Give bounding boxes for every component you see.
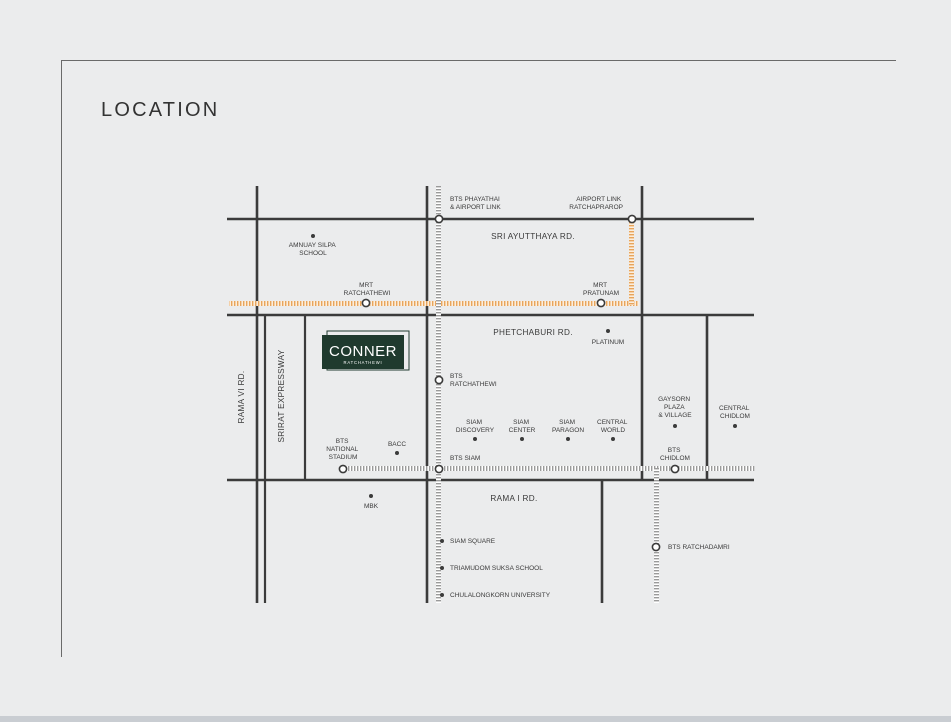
station-bts-ratchathewi <box>434 375 444 385</box>
label-gaysorn: GAYSORN PLAZA & VILLAGE <box>658 396 692 419</box>
station-bts-chidlom <box>670 464 680 474</box>
road-label-rama-i: RAMA I RD. <box>490 494 537 503</box>
station-bts-national-stadium <box>338 464 348 474</box>
brand-sub: RATCHATHEWI <box>344 360 383 365</box>
transit-lines <box>229 186 755 603</box>
place-dots <box>311 234 737 597</box>
label-siam-paragon: SIAM PARAGON <box>552 419 584 434</box>
label-bts-ratchathewi: BTS RATCHATHEWI <box>450 373 497 388</box>
frame-left-border <box>61 60 62 657</box>
station-bts-siam <box>434 464 444 474</box>
label-amnuay-silpa: AMNUAY SILPA SCHOOL <box>289 242 337 257</box>
station-bts-ratchadamri <box>651 542 661 552</box>
road-label-sri-ayutthaya: SRI AYUTTHAYA RD. <box>491 232 575 241</box>
bts-line-vertical <box>436 186 441 603</box>
station-mrt-pratunam <box>596 298 606 308</box>
label-chulalongkorn: CHULALONGKORN UNIVERSITY <box>450 592 551 599</box>
frame-top-border <box>61 60 896 61</box>
page-title: LOCATION <box>101 99 220 121</box>
label-central-chidlom: CENTRAL CHIDLOM <box>719 405 751 420</box>
bts-line-horizontal <box>341 466 755 471</box>
label-mrt-ratchathewi: MRT RATCHATHEWI <box>344 282 391 297</box>
label-bts-national-stadium: BTS NATIONAL STADIUM <box>326 438 360 461</box>
airport-link-vertical <box>629 219 634 305</box>
label-mrt-pratunam: MRT PRATUNAM <box>583 282 619 297</box>
conner-logo: CONNER RATCHATHEWI <box>322 330 410 371</box>
label-bacc: BACC <box>388 441 406 448</box>
brand-name: CONNER <box>329 343 397 360</box>
label-airport-link-ratchaprarop: AIRPORT LINK RATCHAPRAROP <box>569 196 623 211</box>
label-siam-discovery: SIAM DISCOVERY <box>456 419 495 434</box>
label-siam-center: SIAM CENTER <box>509 419 536 434</box>
station-airport-link-ratchaprarop <box>627 214 637 224</box>
station-bts-phayathai <box>434 214 444 224</box>
road-label-phetchaburi: PHETCHABURI RD. <box>493 328 573 337</box>
label-bts-ratchadamri: BTS RATCHADAMRI <box>668 544 730 551</box>
station-mrt-ratchathewi <box>361 298 371 308</box>
window-bottom-strip <box>0 716 951 722</box>
bts-silom-vertical <box>654 468 659 603</box>
label-platinum: PLATINUM <box>592 339 624 346</box>
road-label-srirat: SRIRAT EXPRESSWAY <box>277 349 286 442</box>
road-label-rama-vi: RAMA VI RD. <box>237 371 246 424</box>
roads <box>227 186 754 603</box>
label-triamudom: TRIAMUDOM SUKSA SCHOOL <box>450 565 543 572</box>
label-central-world: CENTRAL WORLD <box>597 419 629 434</box>
label-bts-chidlom: BTS CHIDLOM <box>660 447 690 462</box>
label-bts-phayathai: BTS PHAYATHAI & AIRPORT LINK <box>450 196 502 211</box>
label-bts-siam: BTS SIAM <box>450 455 480 462</box>
label-mbk: MBK <box>364 503 379 510</box>
airport-link-horizontal <box>229 301 639 306</box>
stations <box>338 214 680 552</box>
label-siam-square: SIAM SQUARE <box>450 538 496 545</box>
